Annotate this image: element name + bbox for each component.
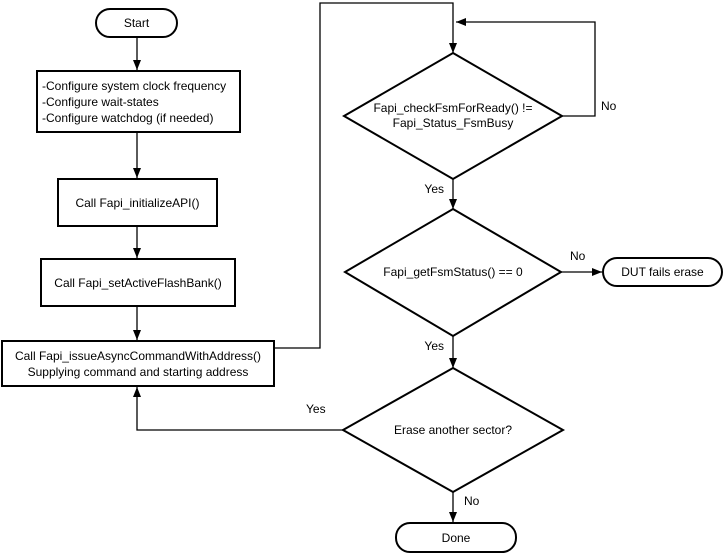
decision-check-fsm-ready-line2: Fapi_Status_FsmBusy [392,116,514,130]
decision-erase-another-sector-text: Erase another sector? [393,423,513,437]
decision-get-fsm-status-text: Fapi_getFsmStatus() == 0 [383,265,523,279]
label-getstatus-yes: Yes [424,339,444,353]
node-start-label: Start [123,16,150,30]
node-configure-line2: -Configure wait-states [42,94,159,109]
edge-erase-yes-loop-to-issue [133,387,343,431]
node-configure-line1: -Configure system clock frequency [42,78,227,93]
node-done-label: Done [441,530,471,545]
node-issue-async-command-line1: Call Fapi_issueAsyncCommandWithAddress() [14,348,262,363]
node-issue-async-command-line2: Supplying command and starting address [27,364,249,379]
node-dut-fails-erase-label: DUT fails erase [621,265,704,279]
label-checkfsm-no: No [601,99,617,113]
label-erase-yes: Yes [306,402,326,416]
node-configure-system: -Configure system clock frequency -Confi… [36,70,241,133]
node-issue-async-command: Call Fapi_issueAsyncCommandWithAddress()… [1,340,275,387]
node-configure-line3: -Configure watchdog (if needed) [42,110,214,125]
label-getstatus-no: No [570,249,586,263]
node-start: Start [95,8,178,38]
edge-checkfsm-no-loop [456,18,596,117]
decision-get-fsm-status-shape [343,207,563,338]
decision-check-fsm-ready-line1: Fapi_checkFsmForReady() != [373,101,533,115]
node-set-active-flash-bank: Call Fapi_setActiveFlashBank() [40,258,236,307]
decision-check-fsm-ready-shape [342,51,564,181]
decision-check-fsm-ready-text: Fapi_checkFsmForReady() != Fapi_Status_F… [344,101,562,131]
decision-erase-another-sector-shape [340,366,566,494]
node-done: Done [395,522,517,553]
node-initialize-api: Call Fapi_initializeAPI() [57,178,218,227]
node-dut-fails-erase: DUT fails erase [602,257,723,287]
node-initialize-api-label: Call Fapi_initializeAPI() [75,195,200,210]
edge-issue-to-checkfsm [275,2,457,349]
node-set-active-flash-bank-label: Call Fapi_setActiveFlashBank() [54,275,222,290]
label-erase-no: No [464,494,480,508]
label-checkfsm-yes: Yes [424,182,444,196]
